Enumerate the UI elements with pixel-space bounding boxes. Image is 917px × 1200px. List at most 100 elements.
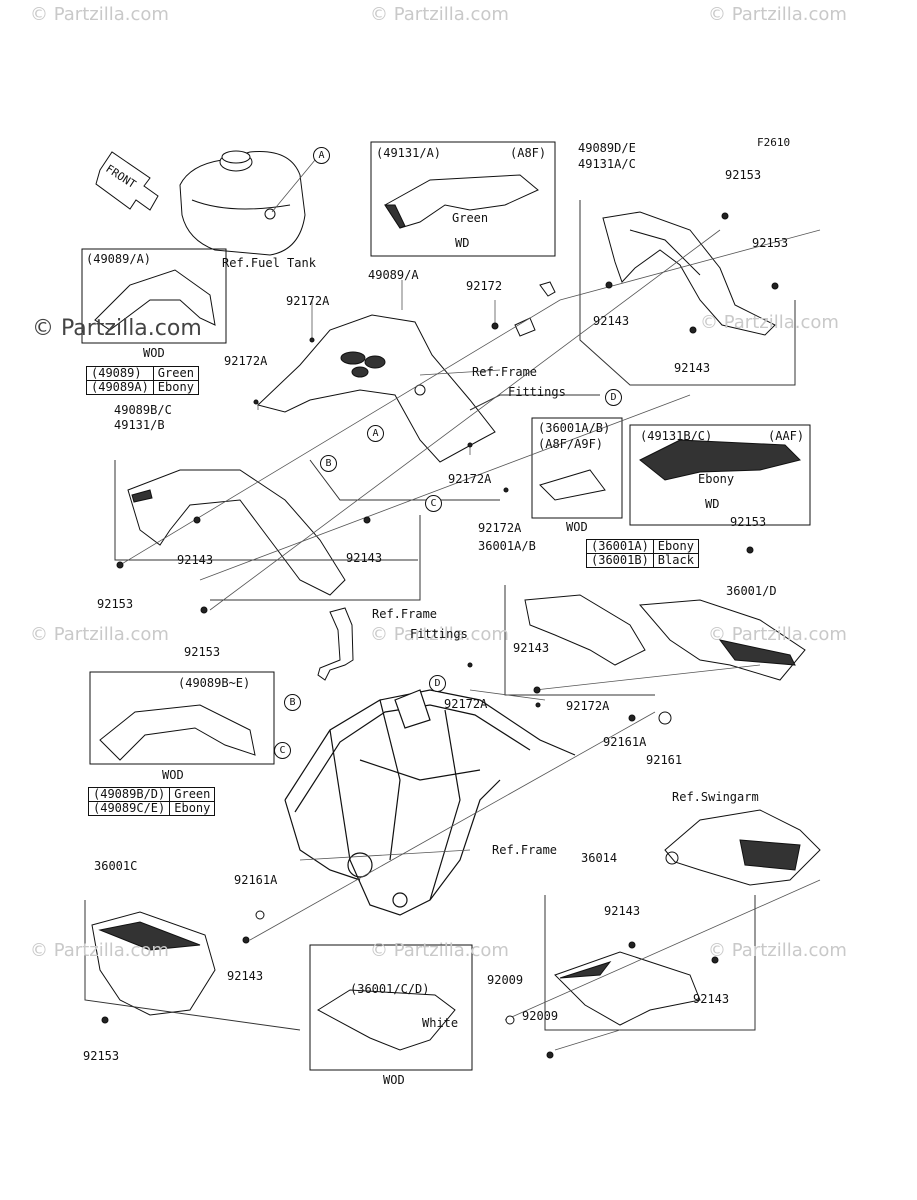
- part-number-36001d: 36001/D: [726, 584, 777, 598]
- part-number-92172a: 92172A: [224, 354, 268, 368]
- ref-frame-fittings-1-line1: Ref.Frame: [472, 365, 538, 379]
- ref-frame-label: Ref.Frame: [492, 843, 558, 857]
- part-number-92143: 92143: [674, 361, 711, 375]
- legend-color: Green: [152, 366, 199, 381]
- part-number-36001c: 36001C: [94, 859, 138, 873]
- watermark-mid-right: © Partzilla.com: [700, 312, 839, 333]
- callout-b-2: B: [284, 694, 301, 711]
- reference-bracket-lines: [84, 200, 796, 1031]
- box-49131a-color: Green: [452, 211, 489, 225]
- part-number-36001ab: 36001A/B: [478, 539, 536, 553]
- legend-row: (49089C/E)Ebony: [87, 801, 216, 816]
- part-number-92143: 92143: [604, 904, 641, 918]
- legend-table-49089bc: (49089B/D)Green (49089C/E)Ebony: [87, 787, 216, 816]
- legend-color: Green: [169, 787, 216, 802]
- watermark-bottom-right: © Partzilla.com: [708, 940, 847, 961]
- box-49131a-variant: (A8F): [510, 146, 547, 160]
- callout-b-1: B: [320, 455, 337, 472]
- side-cover-49089bc-drawing: [127, 469, 346, 596]
- box-49131bc-code: (49131B/C): [640, 429, 713, 443]
- figure-code: F2610: [757, 136, 791, 149]
- box-49131a-tag: WD: [455, 236, 470, 250]
- part-number-92172a: 92172A: [444, 697, 488, 711]
- part-number-92153: 92153: [97, 597, 134, 611]
- part-number-92172a: 92172A: [286, 294, 330, 308]
- legend-row: (36001A)Ebony: [586, 539, 699, 554]
- part-number-49089bc: 49089B/C: [114, 403, 172, 417]
- box-49089a-code: (49089/A): [86, 252, 152, 266]
- part-number-92143: 92143: [227, 969, 264, 983]
- part-number-92161: 92161: [646, 753, 683, 767]
- part-number-49089de: 49089D/E: [578, 141, 636, 155]
- part-number-49131ac: 49131A/C: [578, 157, 636, 171]
- part-number-92172: 92172: [466, 279, 503, 293]
- legend-row: (49089B/D)Green: [87, 787, 216, 802]
- box-36001ab-tag: WOD: [566, 520, 588, 534]
- legend-color: Ebony: [652, 539, 699, 554]
- watermark-mid-center: © Partzilla.com: [370, 624, 509, 645]
- inset-part-sketches: [94, 174, 801, 1051]
- legend-code: (36001A): [586, 539, 654, 554]
- fuel-tank-drawing: [179, 150, 306, 256]
- callout-a-2: A: [367, 425, 384, 442]
- legend-code: (36001B): [586, 553, 654, 568]
- box-36001cd-code: (36001/C/D): [350, 982, 430, 996]
- box-49089be-code: (49089B~E): [178, 676, 251, 690]
- watermark-mid-left: © Partzilla.com: [30, 624, 169, 645]
- part-number-92143: 92143: [346, 551, 383, 565]
- box-49089be-tag: WOD: [162, 768, 184, 782]
- part-number-36014: 36014: [581, 851, 618, 865]
- part-number-92143: 92143: [177, 553, 214, 567]
- shroud-49089a-drawing: [257, 314, 496, 463]
- legend-color: Ebony: [169, 801, 216, 816]
- legend-code: (49089B/D): [87, 787, 171, 802]
- part-number-92143: 92143: [593, 314, 630, 328]
- part-number-92009: 92009: [487, 973, 524, 987]
- ref-frame-fittings-1-line2: Fittings: [508, 385, 566, 399]
- ref-fuel-tank-label: Ref.Fuel Tank: [222, 256, 316, 270]
- box-36001cd-tag: WOD: [383, 1073, 405, 1087]
- front-arrow-icon: [95, 151, 159, 211]
- part-number-92153: 92153: [730, 515, 767, 529]
- part-number-92153: 92153: [725, 168, 762, 182]
- box-36001ab-variant: (A8F/A9F): [538, 437, 604, 451]
- legend-table-36001: (36001A)Ebony (36001B)Black: [586, 539, 699, 568]
- legend-code: (49089A): [86, 380, 154, 395]
- box-49131a-code: (49131/A): [376, 146, 442, 160]
- part-number-92172a: 92172A: [478, 521, 522, 535]
- ref-swingarm-label: Ref.Swingarm: [672, 790, 759, 804]
- callout-d-1: D: [605, 389, 622, 406]
- part-number-92161a: 92161A: [603, 735, 647, 749]
- part-number-92172a: 92172A: [448, 472, 492, 486]
- watermark-bottom-center: © Partzilla.com: [370, 940, 509, 961]
- callout-c-1: C: [425, 495, 442, 512]
- frame-drawing: [284, 689, 576, 916]
- part-number-92143: 92143: [513, 641, 550, 655]
- legend-table-49089: (49089)Green (49089A)Ebony: [86, 366, 199, 395]
- part-number-92143: 92143: [693, 992, 730, 1006]
- callout-d-2: D: [429, 675, 446, 692]
- ref-frame-fittings-2-line1: Ref.Frame: [372, 607, 438, 621]
- legend-color: Black: [652, 553, 699, 568]
- watermark-top-center: © Partzilla.com: [370, 4, 509, 25]
- box-49089a-tag: WOD: [143, 346, 165, 360]
- watermark-bottom-left: © Partzilla.com: [30, 940, 169, 961]
- shroud-49089de-drawing: [602, 211, 776, 336]
- legend-color: Ebony: [152, 380, 199, 395]
- part-number-92153: 92153: [83, 1049, 120, 1063]
- side-cover-36001c-drawing: [91, 911, 216, 1016]
- legend-row: (49089)Green: [86, 366, 199, 381]
- side-panels-36001-drawing: [524, 594, 806, 681]
- callout-c-2: C: [274, 742, 291, 759]
- fastener-dots: [101, 212, 779, 1059]
- ref-frame-fittings-2-line2: Fittings: [410, 627, 468, 641]
- leader-lines: [119, 159, 821, 1051]
- legend-row: (36001B)Black: [586, 553, 699, 568]
- part-number-92161a: 92161A: [234, 873, 278, 887]
- frame-fittings-bracket-drawing: [317, 281, 556, 681]
- box-36001cd-color: White: [422, 1016, 459, 1030]
- swingarm-drawing: [664, 809, 821, 886]
- watermark-mid-right-2: © Partzilla.com: [708, 624, 847, 645]
